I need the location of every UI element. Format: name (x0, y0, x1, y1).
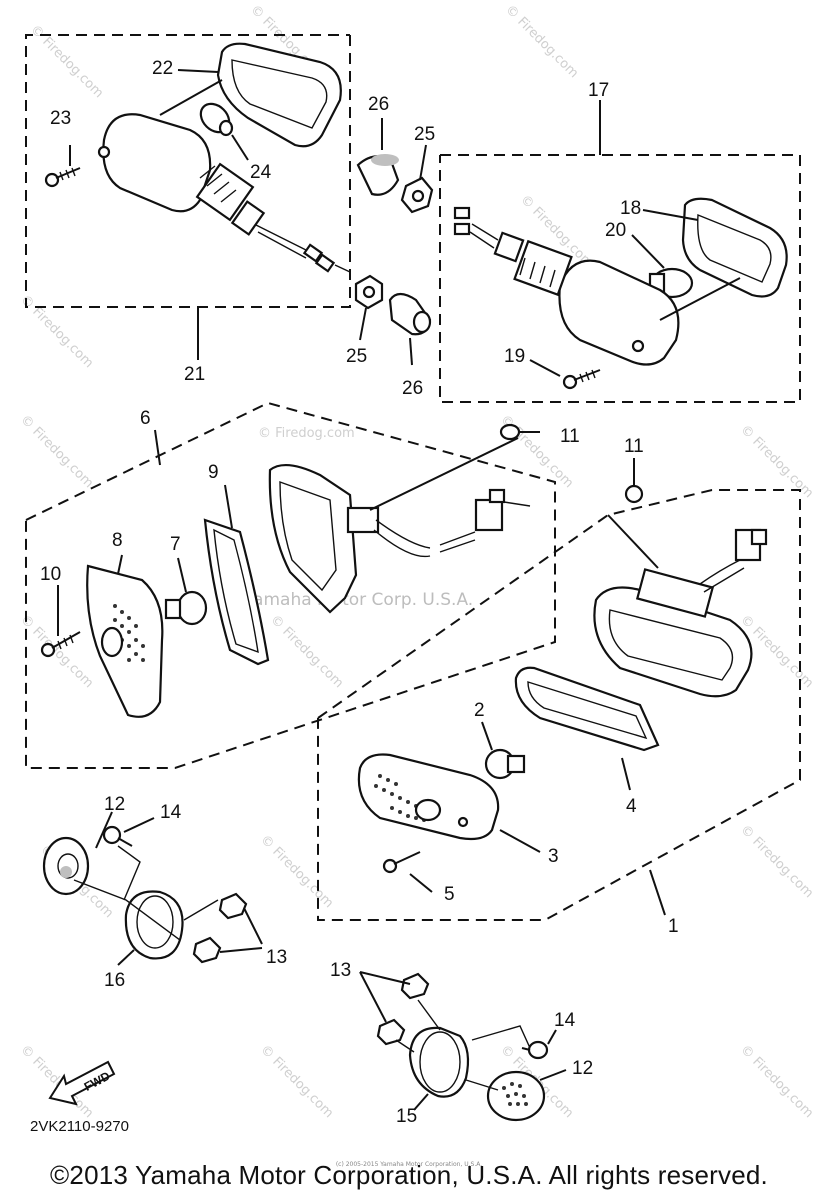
diagram-code: 2VK2110-9270 (30, 1118, 129, 1135)
nuts-and-grommets (354, 118, 434, 366)
part-label-6: 6 (140, 408, 151, 429)
part-label-13a: 13 (266, 947, 287, 968)
assembly-21 (25, 34, 351, 360)
part-label-22: 22 (152, 58, 173, 79)
part-label-20: 20 (605, 220, 626, 241)
watermark: © Firedog.com (257, 832, 336, 911)
part-label-14b: 14 (554, 1010, 576, 1031)
watermark: © Firedog.com (737, 1042, 816, 1121)
part-label-26a: 26 (368, 94, 389, 115)
part-label-5: 5 (444, 884, 455, 905)
part-label-18: 18 (620, 198, 641, 219)
watermark: © Firedog.com (17, 292, 96, 371)
part-label-12b: 12 (572, 1058, 593, 1079)
assembly-1 (317, 458, 801, 921)
part-label-23: 23 (50, 108, 71, 129)
watermark: © Firedog.com (257, 1042, 336, 1121)
part-label-3: 3 (548, 846, 559, 867)
part-labels: 22 23 24 21 26 25 25 26 17 18 20 19 6 11… (40, 58, 679, 1127)
watermark: © Firedog.com (17, 612, 96, 691)
copyright-notice: ©2013 Yamaha Motor Corporation, U.S.A. A… (50, 1160, 768, 1190)
part-label-13b: 13 (330, 960, 351, 981)
part-label-25b: 25 (346, 346, 367, 367)
part-label-24: 24 (250, 162, 272, 183)
watermark: © Firedog.com (502, 2, 581, 81)
part-label-19: 19 (504, 346, 525, 367)
bottom-right-parts (359, 971, 567, 1122)
watermark: © Firedog.com (737, 822, 816, 901)
watermark-center: Yamaha Motor Corp. U.S.A. (244, 590, 473, 610)
part-label-15: 15 (396, 1106, 417, 1127)
part-label-25a: 25 (414, 124, 435, 145)
part-label-21: 21 (184, 364, 205, 385)
small-credit: (c) 2005-2015 Yamaha Motor Corporation, … (335, 1161, 483, 1168)
bottom-left-parts (42, 811, 263, 966)
part-label-1: 1 (668, 916, 679, 937)
part-label-4: 4 (626, 796, 637, 817)
part-label-2: 2 (474, 700, 485, 721)
part-label-11b: 11 (624, 436, 644, 457)
part-label-10: 10 (40, 564, 61, 585)
part-label-16: 16 (104, 970, 125, 991)
part-label-9: 9 (208, 462, 219, 483)
part-label-12a: 12 (104, 794, 125, 815)
watermark: © Firedog.com (17, 412, 96, 491)
part-label-7: 7 (170, 534, 181, 555)
watermark: © Firedog.com (258, 426, 355, 441)
assembly-17 (439, 100, 801, 403)
watermark: © Firedog.com (267, 612, 346, 691)
part-label-26b: 26 (402, 378, 423, 399)
assembly-6 (25, 401, 556, 769)
part-label-11a: 11 (560, 426, 580, 447)
part-label-17: 17 (588, 80, 609, 101)
part-label-14a: 14 (160, 802, 182, 823)
part-label-8: 8 (112, 530, 123, 551)
